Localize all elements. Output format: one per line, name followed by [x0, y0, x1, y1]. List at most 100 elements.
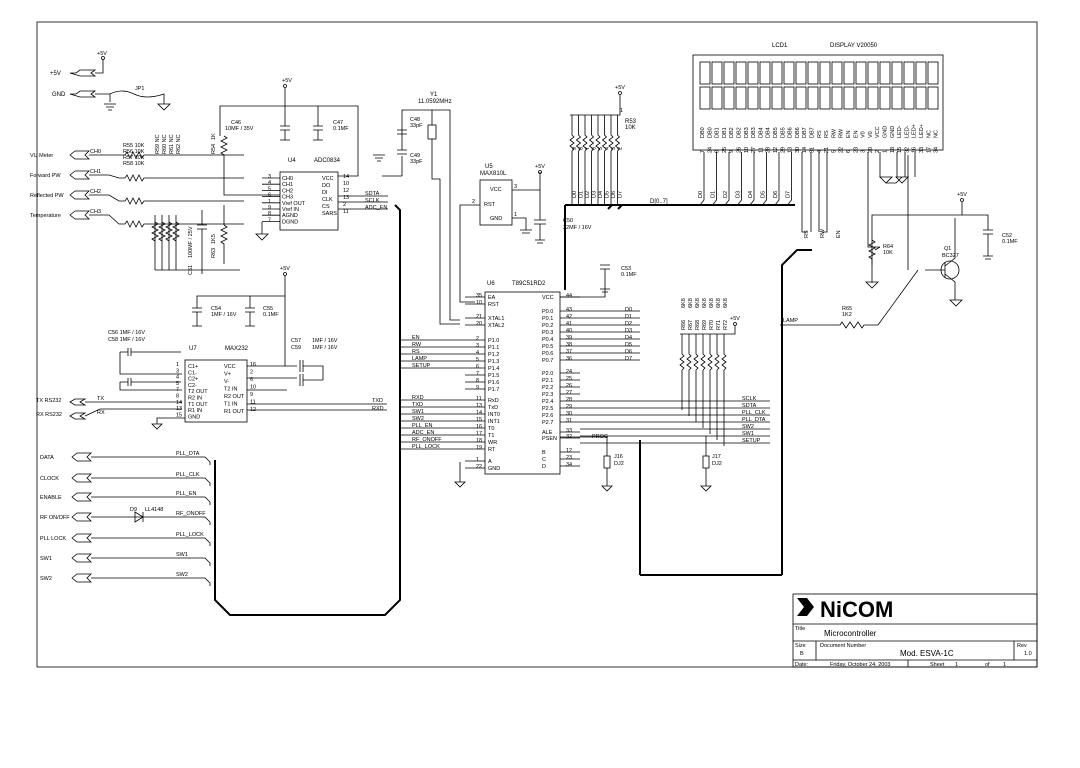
mcu-lpin-num-9: 7	[476, 371, 479, 377]
mcu-lpin-num-2: 21	[476, 314, 482, 320]
adc-pin-num-7: 7	[268, 217, 271, 223]
lcd-pin-name-3: DB1	[722, 127, 728, 138]
mcu-rpin-10: P2.1	[542, 378, 553, 384]
mcu-t89c51: U6 T89C51RD2 EA35RST10XTAL121XTAL220P1.0…	[400, 264, 722, 492]
max-lpin-num-5: 8	[176, 394, 179, 400]
lcd-bus-net-5: D5	[761, 191, 767, 198]
j17-ref: J17	[712, 454, 721, 460]
y1-ref: Y1	[430, 92, 438, 98]
pullup-val-2: 6K8	[695, 298, 701, 308]
lcd-cell	[699, 86, 711, 110]
max-rpin-3: T2 IN	[224, 387, 237, 393]
mcu-net-9: PLL_EN	[412, 423, 433, 429]
u5-pin2: 2	[472, 199, 475, 205]
lcd-bus-net-0: D0	[698, 191, 704, 198]
lcd-data-wire-0	[699, 152, 705, 206]
c59-value: 1MF / 16V	[312, 345, 338, 351]
mcu-5v-symbol	[283, 272, 287, 276]
r65-wire	[780, 269, 919, 329]
of-value: 1	[1003, 662, 1006, 668]
tx-net: TX	[97, 396, 104, 402]
mcu-rpin-1: P0.0	[542, 309, 553, 315]
conn-wire-1	[71, 473, 211, 486]
lcd-pin-num-16: 4	[817, 150, 823, 153]
lcd-pin-name-7: DB3	[751, 127, 757, 138]
conn-wire-6	[71, 573, 211, 586]
mcu-power-caps: +5V C54 1MF / 16V C55 0.1MF	[192, 266, 290, 366]
max232-caps-right	[247, 360, 324, 391]
lcd-pin-name-12: DB6	[788, 127, 794, 138]
pullup-val-0: 6K8	[681, 298, 687, 308]
r64-pot	[865, 152, 881, 289]
net-sclk-adc: SCLK	[365, 198, 380, 204]
adc-pin-3: CH3	[282, 195, 293, 201]
c48-value: 33pF	[410, 123, 423, 129]
mcu-rpin-12: P2.3	[542, 392, 553, 398]
r56-label: R56 10K	[123, 149, 145, 155]
conn-wire-4	[71, 533, 211, 546]
input-label-1: Forward PW	[30, 173, 61, 179]
pullup-net-1: SDTA	[742, 403, 757, 409]
c50-label: C50	[563, 218, 573, 224]
adc-rpin-4: CS	[322, 204, 330, 210]
c51-label: C51	[188, 265, 194, 275]
mcu-rpin-num-9: 24	[566, 369, 572, 375]
u5-pin1: 1	[514, 212, 517, 218]
pullup-resistors: +5V R666K8R676K8R686K8R696K8R706K8R716K8…	[580, 298, 770, 446]
vcc-connector	[69, 59, 104, 77]
max-rpin-4: R2 OUT	[224, 394, 245, 400]
input-label-3: Temperature	[30, 213, 61, 219]
lcd-pin-num-13: 30	[795, 147, 801, 153]
j16-body	[603, 455, 611, 469]
mcu-lpin-7: P1.3	[488, 359, 499, 365]
c53-value: 0.1MF	[621, 272, 637, 278]
mcu-lpin-16: T0	[488, 426, 494, 432]
bl-5v-symbol	[960, 198, 964, 202]
adc-rpin-5: SARS	[322, 211, 337, 217]
max232-serial-wires	[247, 403, 387, 411]
pullup-res-5	[714, 334, 720, 440]
lcd-cell	[735, 86, 747, 110]
adc-rpin-3: CLK	[322, 197, 333, 203]
lcd-pin-name-10: DB5	[773, 127, 779, 138]
lcd-pin-name-11: DB5	[780, 127, 786, 138]
lcd-cell	[771, 61, 783, 85]
r61-label: R61 NC	[169, 134, 175, 154]
crystal-body	[427, 124, 437, 140]
lcd-pin-name-6: DB3	[744, 127, 750, 138]
r53-pin-5: 4	[605, 147, 611, 150]
r53-net-1: D1	[579, 191, 585, 198]
d9-part: LL4148	[145, 507, 163, 513]
lcd-cell	[891, 86, 903, 110]
mcu-lpin-num-17: 17	[476, 431, 482, 437]
mcu-rpin-5: P0.4	[542, 337, 553, 343]
lcd-pin-num-24: 2	[875, 150, 881, 153]
mcu-rpin-num-17: 33	[566, 428, 572, 434]
conn-wire-5	[71, 553, 211, 566]
lcd-cell	[819, 86, 831, 110]
mcu-p0-net-5: D5	[625, 342, 632, 348]
r57-label: R57 10K	[123, 155, 145, 161]
mcu-lpin-num-14: 14	[476, 410, 482, 416]
lcd-cell	[855, 61, 867, 85]
pullup-net-3: PLL_DTA	[742, 417, 766, 423]
lcd-pin-name-22: V0	[861, 131, 867, 138]
c50-value: 22MF / 16V	[563, 225, 592, 231]
adc-ref: U4	[288, 158, 296, 164]
mcu-rpin-num-3: 41	[566, 321, 572, 327]
q1-wires	[907, 155, 963, 307]
mcu-lpin-num-1: 10	[476, 300, 482, 306]
sheet-value: 1	[955, 662, 958, 668]
mcu-p0-net-3: D3	[625, 328, 632, 334]
title-block-frame	[792, 593, 1038, 668]
mcu-power-wires	[192, 276, 286, 366]
mcu-rpin-20: C	[542, 457, 546, 463]
pullup-net-2: PLL_CLK	[742, 410, 766, 416]
bus-entry	[607, 204, 623, 210]
r53-pin-2: 7	[585, 147, 591, 150]
c51-value: 100MF / 25V	[188, 226, 194, 258]
lcd-pin-name-23: V0	[868, 131, 874, 138]
max-lpin-3: C2-	[188, 383, 197, 389]
pullup-res-2	[693, 334, 699, 422]
